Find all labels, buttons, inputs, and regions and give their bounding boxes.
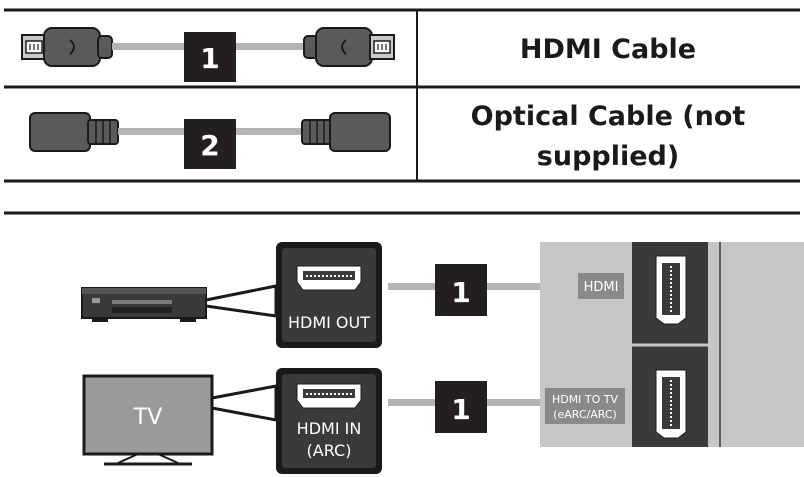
svg-text:(eARC/ARC): (eARC/ARC) xyxy=(553,408,617,421)
tv-callout-line xyxy=(211,384,278,422)
source-callout-line xyxy=(205,284,278,318)
hdmi-in-label-line1: HDMI IN xyxy=(297,419,362,438)
soundbar-hdmi-port xyxy=(655,255,687,325)
soundbar-hdmi-to-tv-port xyxy=(655,369,687,439)
svg-text:HDMI: HDMI xyxy=(584,280,619,295)
cable-badge-bottom-number: 1 xyxy=(451,393,470,426)
hdmi-port-icon xyxy=(296,265,362,291)
hdmi-out-port-box: HDMI OUT xyxy=(276,242,382,348)
cable-badge-1: 1 xyxy=(184,32,236,82)
soundbar-hdmi-to-tv-label: HDMI TO TV (eARC/ARC) xyxy=(545,388,625,424)
hdmi-in-arc-port-box: HDMI IN (ARC) xyxy=(276,368,382,474)
legend-table xyxy=(4,8,800,183)
cable-badge-2: 2 xyxy=(184,119,236,169)
source-device-icon xyxy=(81,287,207,322)
hdmi-out-label: HDMI OUT xyxy=(288,313,370,332)
cable-badge-top: 1 xyxy=(435,264,487,316)
hdmi-cable-label: HDMI Cable xyxy=(520,34,696,65)
hdmi-in-label-line2: (ARC) xyxy=(307,441,352,460)
tv-label: TV xyxy=(133,405,163,430)
hdmi-port-icon xyxy=(296,383,362,409)
cable-badge-1-number: 1 xyxy=(200,42,219,75)
cable-badge-top-number: 1 xyxy=(451,276,470,309)
optical-cable-label-line1: Optical Cable (not xyxy=(471,101,746,132)
cable-badge-bottom: 1 xyxy=(435,381,487,433)
tv-icon: TV xyxy=(82,374,214,466)
soundbar-hdmi-label: HDMI xyxy=(578,273,624,299)
optical-cable-label-line2: supplied) xyxy=(537,141,679,172)
svg-text:HDMI TO TV: HDMI TO TV xyxy=(552,393,619,406)
cable-badge-2-number: 2 xyxy=(200,129,219,162)
